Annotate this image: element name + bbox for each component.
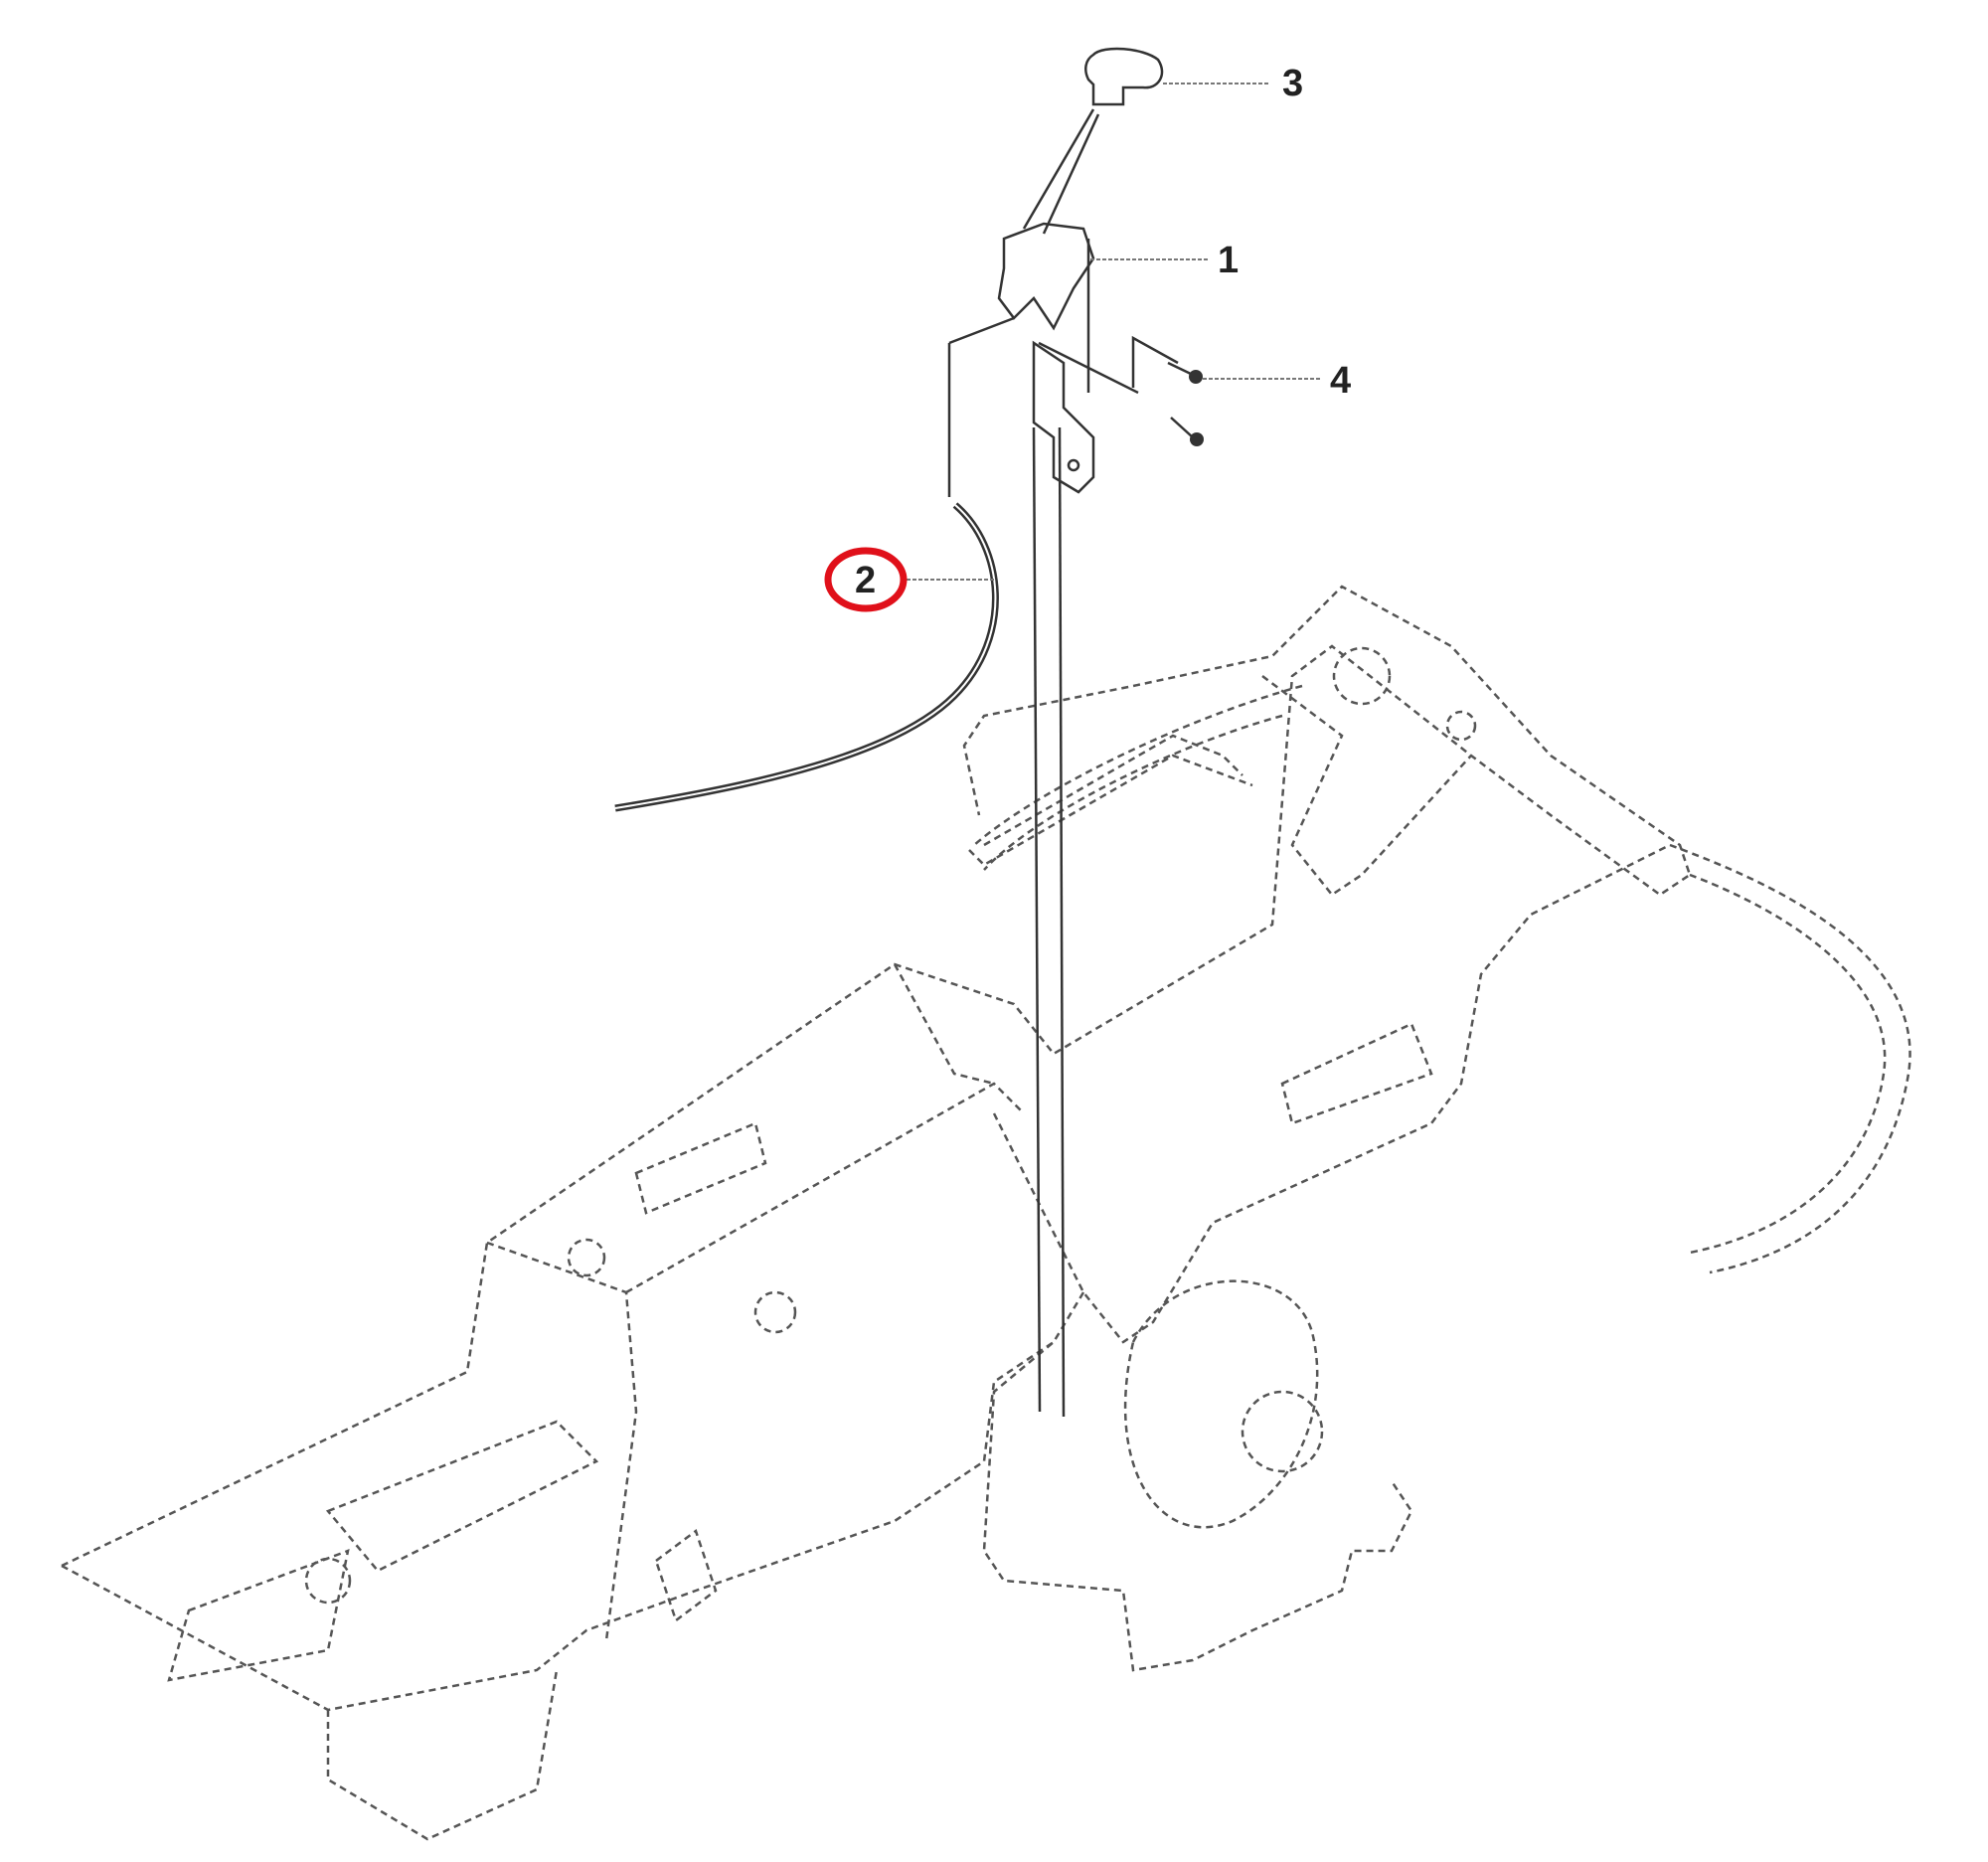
- callout-3: 3: [1282, 63, 1303, 104]
- callout-1: 1: [1218, 240, 1239, 281]
- cable-part-2: [614, 316, 1015, 812]
- bracket: [1032, 335, 1179, 494]
- knob-part-3: [1084, 47, 1164, 106]
- highlight-circle: [824, 547, 908, 612]
- control-rod: [1032, 426, 1066, 1418]
- lever-part-1: [997, 108, 1100, 393]
- callout-4: 4: [1330, 360, 1351, 402]
- screws-part-4: [1167, 361, 1204, 446]
- callout-2: 2: [855, 560, 876, 601]
- mower-frame: [61, 585, 1911, 1841]
